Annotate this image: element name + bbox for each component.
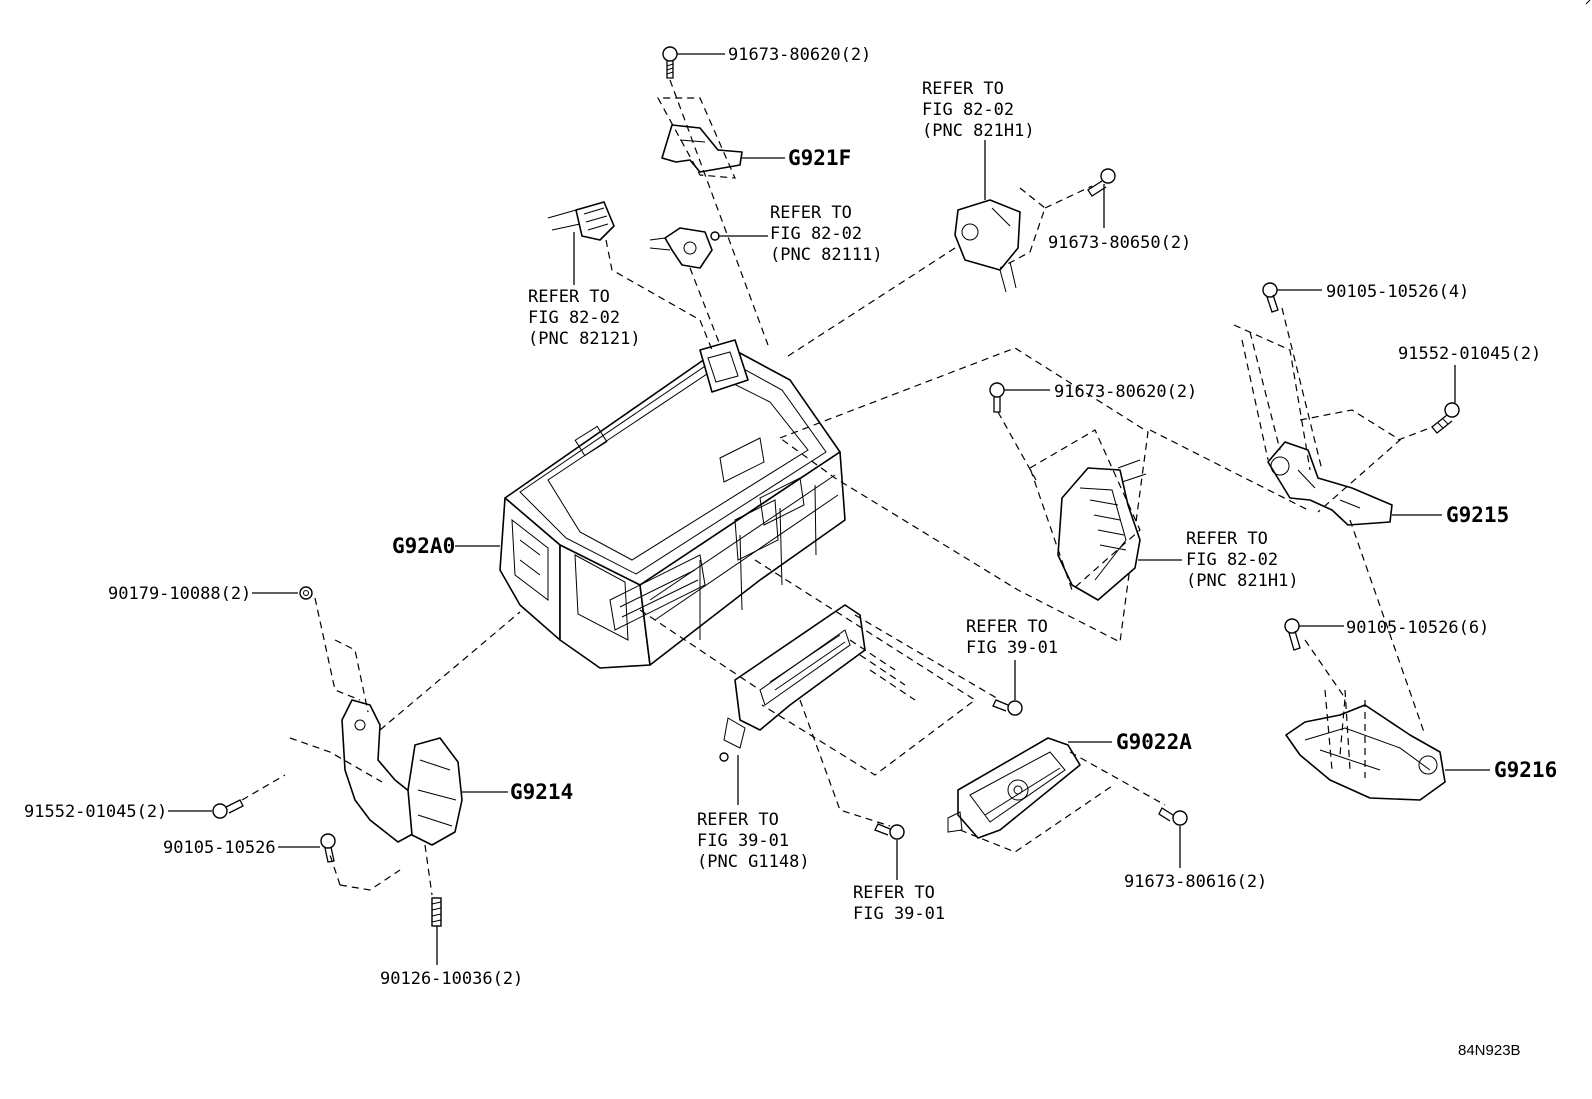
bolt-91673-80620-mid-icon[interactable]	[989, 382, 1005, 413]
label-refer-g1148-1: REFER TO	[697, 810, 779, 830]
label-g92a0: G92A0	[392, 534, 455, 558]
bolt-90105-10526-icon[interactable]	[320, 833, 336, 863]
connector-pnc-82121[interactable]	[547, 201, 615, 241]
label-refer-3901-a-2: FIG 39-01	[966, 638, 1058, 658]
label-90126-10036: 90126-10036(2)	[380, 969, 523, 989]
label-refer-g1148-3: (PNC G1148)	[697, 852, 810, 872]
label-refer-821h1-top-2: FIG 82-02	[922, 100, 1014, 120]
label-refer-82121-3: (PNC 82121)	[528, 329, 641, 349]
label-91552-01045-left: 91552-01045(2)	[24, 802, 167, 822]
label-refer-82111-1: REFER TO	[770, 203, 852, 223]
inverter-assembly[interactable]	[499, 339, 846, 669]
label-refer-821h1-mid-2: FIG 82-02	[1186, 550, 1278, 570]
stud-90126-10036-icon[interactable]	[431, 897, 442, 927]
label-refer-821h1-top-3: (PNC 821H1)	[922, 121, 1035, 141]
label-90105-10526: 90105-10526	[163, 838, 276, 858]
bolt-90105-10526-4-icon[interactable]	[1262, 282, 1279, 313]
label-refer-g1148-2: FIG 39-01	[697, 831, 789, 851]
label-g921f: G921F	[788, 146, 851, 170]
label-refer-82111-3: (PNC 82111)	[770, 245, 883, 265]
bolt-refer-39-01-b-icon[interactable]	[874, 823, 905, 840]
label-g9215: G9215	[1446, 503, 1509, 527]
label-refer-82121-2: FIG 82-02	[528, 308, 620, 328]
label-91673-80620-top: 91673-80620(2)	[728, 45, 871, 65]
label-g9214: G9214	[510, 780, 573, 804]
drawing-code: 84N923B	[1458, 1042, 1521, 1059]
bolt-91673-80650-icon[interactable]	[1087, 168, 1116, 197]
connector-pnc-821h1-top[interactable]	[954, 199, 1021, 293]
connector-pnc-821h1-mid[interactable]	[1057, 459, 1147, 601]
label-g9216: G9216	[1494, 758, 1557, 782]
bolt-91552-01045-right-icon[interactable]	[1431, 402, 1460, 434]
bolt-90105-10526-6-icon[interactable]	[1284, 618, 1301, 651]
label-90105-10526-4: 90105-10526(4)	[1326, 282, 1469, 302]
label-g9022a: G9022A	[1116, 730, 1192, 754]
bracket-g9214[interactable]	[341, 699, 463, 846]
label-refer-821h1-mid-1: REFER TO	[1186, 529, 1268, 549]
label-91673-80616: 91673-80616(2)	[1124, 872, 1267, 892]
label-refer-3901-a-1: REFER TO	[966, 617, 1048, 637]
label-refer-3901-b-2: FIG 39-01	[853, 904, 945, 924]
label-refer-82121-1: REFER TO	[528, 287, 610, 307]
label-91673-80620-mid: 91673-80620(2)	[1054, 382, 1197, 402]
bolt-91552-01045-left-icon[interactable]	[212, 799, 244, 819]
sensor-pnc-82111[interactable]	[649, 227, 720, 269]
bolt-91673-80620-top-icon[interactable]	[662, 46, 678, 79]
label-refer-821h1-top-1: REFER TO	[922, 79, 1004, 99]
label-91673-80650: 91673-80650(2)	[1048, 233, 1191, 253]
label-90179-10088: 90179-10088(2)	[108, 584, 251, 604]
label-refer-821h1-mid-3: (PNC 821H1)	[1186, 571, 1299, 591]
label-90105-10526-6: 90105-10526(6)	[1346, 618, 1489, 638]
bolt-refer-39-01-a-icon[interactable]	[992, 699, 1023, 716]
label-91552-01045-right: 91552-01045(2)	[1398, 344, 1541, 364]
bolt-90179-10088-icon[interactable]	[299, 586, 313, 600]
module-g9022a[interactable]	[947, 737, 1081, 839]
control-board-pnc-g1148[interactable]	[719, 604, 866, 762]
bolt-91673-80616-icon[interactable]	[1158, 807, 1188, 826]
label-refer-82111-2: FIG 82-02	[770, 224, 862, 244]
label-refer-3901-b-1: REFER TO	[853, 883, 935, 903]
bracket-g9215[interactable]	[1267, 441, 1393, 526]
